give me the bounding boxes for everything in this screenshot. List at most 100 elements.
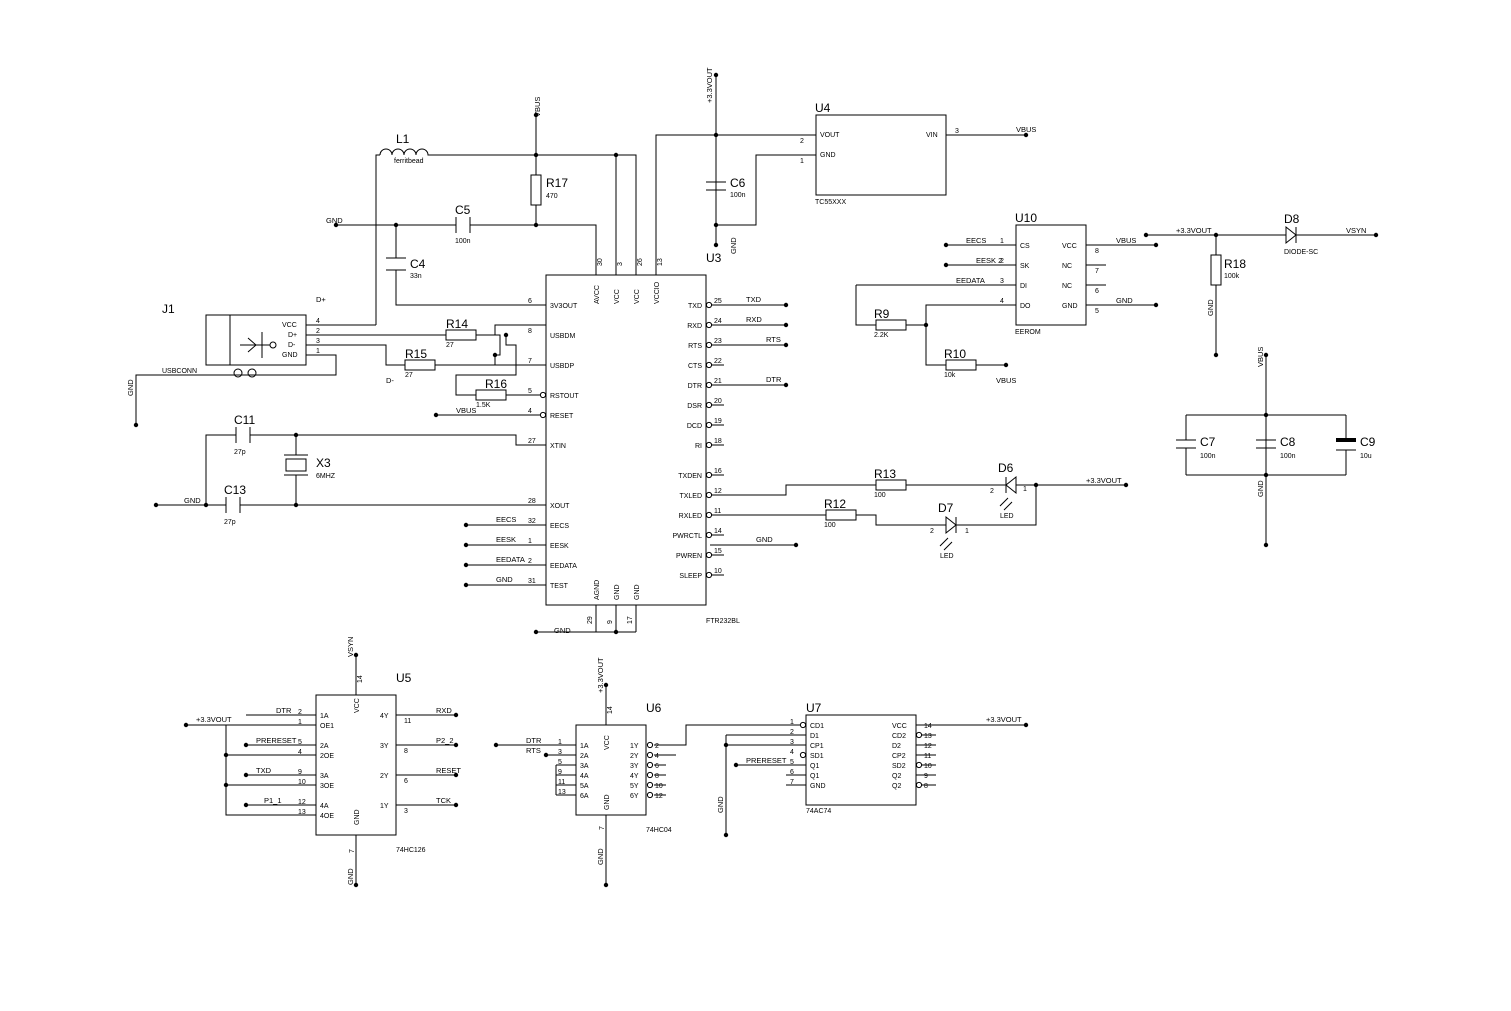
r12-value: 100: [824, 522, 836, 529]
u6-left-num-5: 13: [558, 789, 566, 796]
u5-left-num-3: 4: [298, 749, 302, 756]
u6-right-pin-4: 5Y: [630, 783, 639, 790]
net-gnd-u10: GND: [1116, 296, 1133, 305]
u3-top-pin-2: VCC: [634, 289, 641, 304]
u3-right-bubble-0: [705, 301, 713, 309]
u7-left-num-5: 6: [790, 769, 794, 776]
net-vsyn-u5: VSYN: [346, 637, 355, 657]
u3-pins: 3V3OUT6USBDM8USBDP7RSTOUT5RESET4XTIN27XO…: [528, 258, 724, 624]
net-eesk-u10: EESK 2: [976, 256, 1002, 265]
u7-right-pin-4: SD2: [892, 763, 906, 770]
u3-left-num-10: 31: [528, 578, 536, 585]
net-rxd: RXD: [746, 315, 762, 324]
u3-right-bubble-4: [705, 381, 713, 389]
crystal-x3: X3 6MHZ: [284, 454, 336, 480]
u3-left-num-7: 32: [528, 518, 536, 525]
u3-ref: U3: [706, 251, 722, 265]
net-gnd-u7: GND: [716, 796, 725, 813]
u7-right-bubble-4: [915, 761, 923, 769]
u7-left-bubble-0: [799, 721, 807, 729]
l1-value: ferritbead: [394, 158, 424, 165]
c5-ref: C5: [455, 203, 471, 217]
u5-right-num-1: 8: [404, 748, 408, 755]
u10-left-pin-0: CS: [1020, 243, 1030, 250]
u3-left-pin-9: EEDATA: [550, 563, 577, 570]
u3-right-pin-4: DTR: [688, 383, 702, 390]
d7-num-1: 1: [965, 528, 969, 535]
u6-left-num-2: 5: [558, 759, 562, 766]
net-gnd-u4: GND: [729, 237, 738, 254]
u3-right-num-5: 20: [714, 398, 722, 405]
net-gnd-u6: GND: [596, 848, 605, 865]
u5-left-pin-3: 2OE: [320, 753, 334, 760]
u3-left-num-6: 28: [528, 498, 536, 505]
u5-right-pin-0: 4Y: [380, 713, 389, 720]
u6-ref: U6: [646, 701, 662, 715]
c6-value: 100n: [730, 192, 746, 199]
c9-ref: C9: [1360, 435, 1376, 449]
u5-left-num-6: 12: [298, 799, 306, 806]
net-eedata-u10: EEDATA: [956, 276, 985, 285]
u7-right-bubble-1: [915, 731, 923, 739]
u6-right-pin-3: 4Y: [630, 773, 639, 780]
j1-num-3: 3: [316, 338, 320, 345]
u10-right-pin-3: GND: [1062, 303, 1078, 310]
u7-right-pin-6: Q2: [892, 783, 901, 790]
u3-right-num-13: 10: [714, 568, 722, 575]
u3-value: FTR232BL: [706, 618, 740, 625]
u3-right-num-3: 22: [714, 358, 722, 365]
u6-right-pin-1: 2Y: [630, 753, 639, 760]
u4-num-2: 2: [800, 138, 804, 145]
inductor-l1: L1 ferritbead: [379, 132, 436, 165]
u3-left-num-1: 8: [528, 328, 532, 335]
u6-bubble-2: [646, 761, 654, 769]
u3-left-pin-6: XOUT: [550, 503, 570, 510]
j1-value: USBCONN: [162, 368, 197, 375]
net-v33-u6: +3.3VOUT: [596, 657, 605, 693]
x3-ref: X3: [316, 456, 331, 470]
u10-left-num-2: 3: [1000, 278, 1004, 285]
u3-right-pin-5: DSR: [687, 403, 702, 410]
net-rxd-u5: RXD: [436, 706, 452, 715]
u3-right-pin-0: TXD: [688, 303, 702, 310]
u7-left-pin-1: D1: [810, 733, 819, 740]
j1-pin-dm: D-: [288, 342, 296, 349]
u6-left-pin-2: 3A: [580, 763, 589, 770]
u3-right-pin-2: RTS: [688, 343, 702, 350]
c5-value: 100n: [455, 238, 471, 245]
r10-value: 10k: [944, 372, 956, 379]
d6-ref: D6: [998, 461, 1014, 475]
net-gnd-u5: GND: [346, 868, 355, 885]
u4-pin-gnd: GND: [820, 152, 836, 159]
u5-right-pin-1: 3Y: [380, 743, 389, 750]
u3-right-num-8: 16: [714, 468, 722, 475]
capacitors: C5 100n C4 33n C6 100n C11 27p C13 27p C…: [224, 176, 1376, 526]
u7-right-num-3: 11: [924, 753, 931, 760]
u3-left-num-9: 2: [528, 558, 532, 565]
u7-left-num-1: 2: [790, 729, 794, 736]
u6-left-num-1: 3: [558, 749, 562, 756]
u10-left-num-0: 1: [1000, 238, 1004, 245]
u6-bubble-3: [646, 771, 654, 779]
u7-right-num-5: 9: [924, 773, 928, 780]
u5-left-num-5: 10: [298, 779, 306, 786]
u6-left-pin-1: 2A: [580, 753, 589, 760]
u10-left-num-3: 4: [1000, 298, 1004, 305]
r15-value: 27: [405, 372, 413, 379]
u6-bubble-0: [646, 741, 654, 749]
u3-right-bubble-6: [705, 421, 713, 429]
u5-right-pin-3: 1Y: [380, 803, 389, 810]
r10-ref: R10: [944, 347, 966, 361]
u3-right-bubble-13: [705, 571, 713, 579]
net-vbus-r10: VBUS: [996, 376, 1016, 385]
u3-left-pin-4: RESET: [550, 413, 574, 420]
u6-bubble-5: [646, 791, 654, 799]
u3-right-num-9: 12: [714, 488, 722, 495]
u7-left-pin-6: GND: [810, 783, 826, 790]
r16-value: 1.5K: [476, 402, 491, 409]
c6-ref: C6: [730, 176, 746, 190]
u5-left-num-0: 2: [298, 709, 302, 716]
net-vbus-caps: VBUS: [1256, 347, 1265, 367]
d6-num-2: 2: [990, 488, 994, 495]
